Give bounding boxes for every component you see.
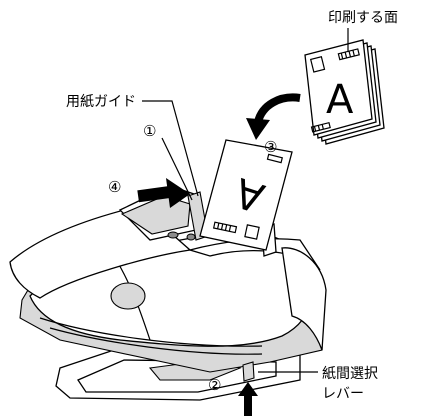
paper-guide-label: 用紙ガイド	[66, 94, 136, 110]
step-1-leader	[161, 137, 193, 201]
insert-direction-arrow	[246, 93, 301, 140]
slide-guide-arrow	[137, 178, 190, 208]
step-1-marker: ①	[143, 122, 156, 140]
paper-thickness-lever-label-line2: レバー	[322, 386, 364, 402]
step-2-marker: ②	[208, 376, 221, 394]
paper-letter: A	[326, 77, 354, 123]
paper-thickness-lever-label-line1: 紙間選択	[322, 366, 378, 382]
step-3-marker: ③	[264, 138, 277, 156]
paper-guide-leader	[142, 100, 199, 197]
step-4-marker: ④	[108, 178, 121, 196]
paper-stack: A	[304, 39, 385, 145]
inserted-paper: A	[199, 139, 293, 251]
lever-up-arrow	[238, 382, 258, 416]
print-side-label: 印刷する面	[328, 10, 398, 26]
printer	[9, 185, 327, 401]
